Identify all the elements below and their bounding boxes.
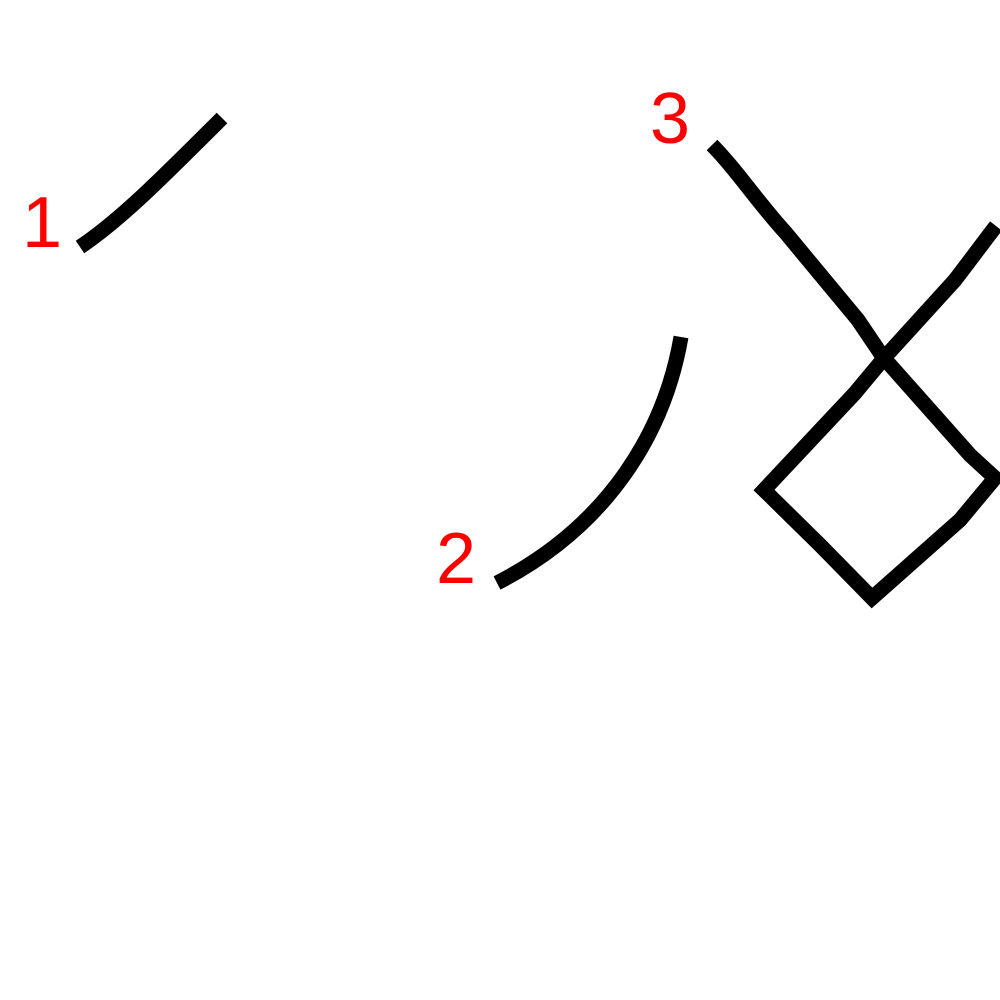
stroke-label-2: 2 [436, 519, 476, 599]
stroke-3 [706, 139, 1000, 609]
stroke-label-3: 3 [650, 79, 690, 159]
stroke-label-1: 1 [22, 183, 62, 263]
stroke-1 [75, 112, 228, 254]
stroke-2 [493, 335, 689, 590]
